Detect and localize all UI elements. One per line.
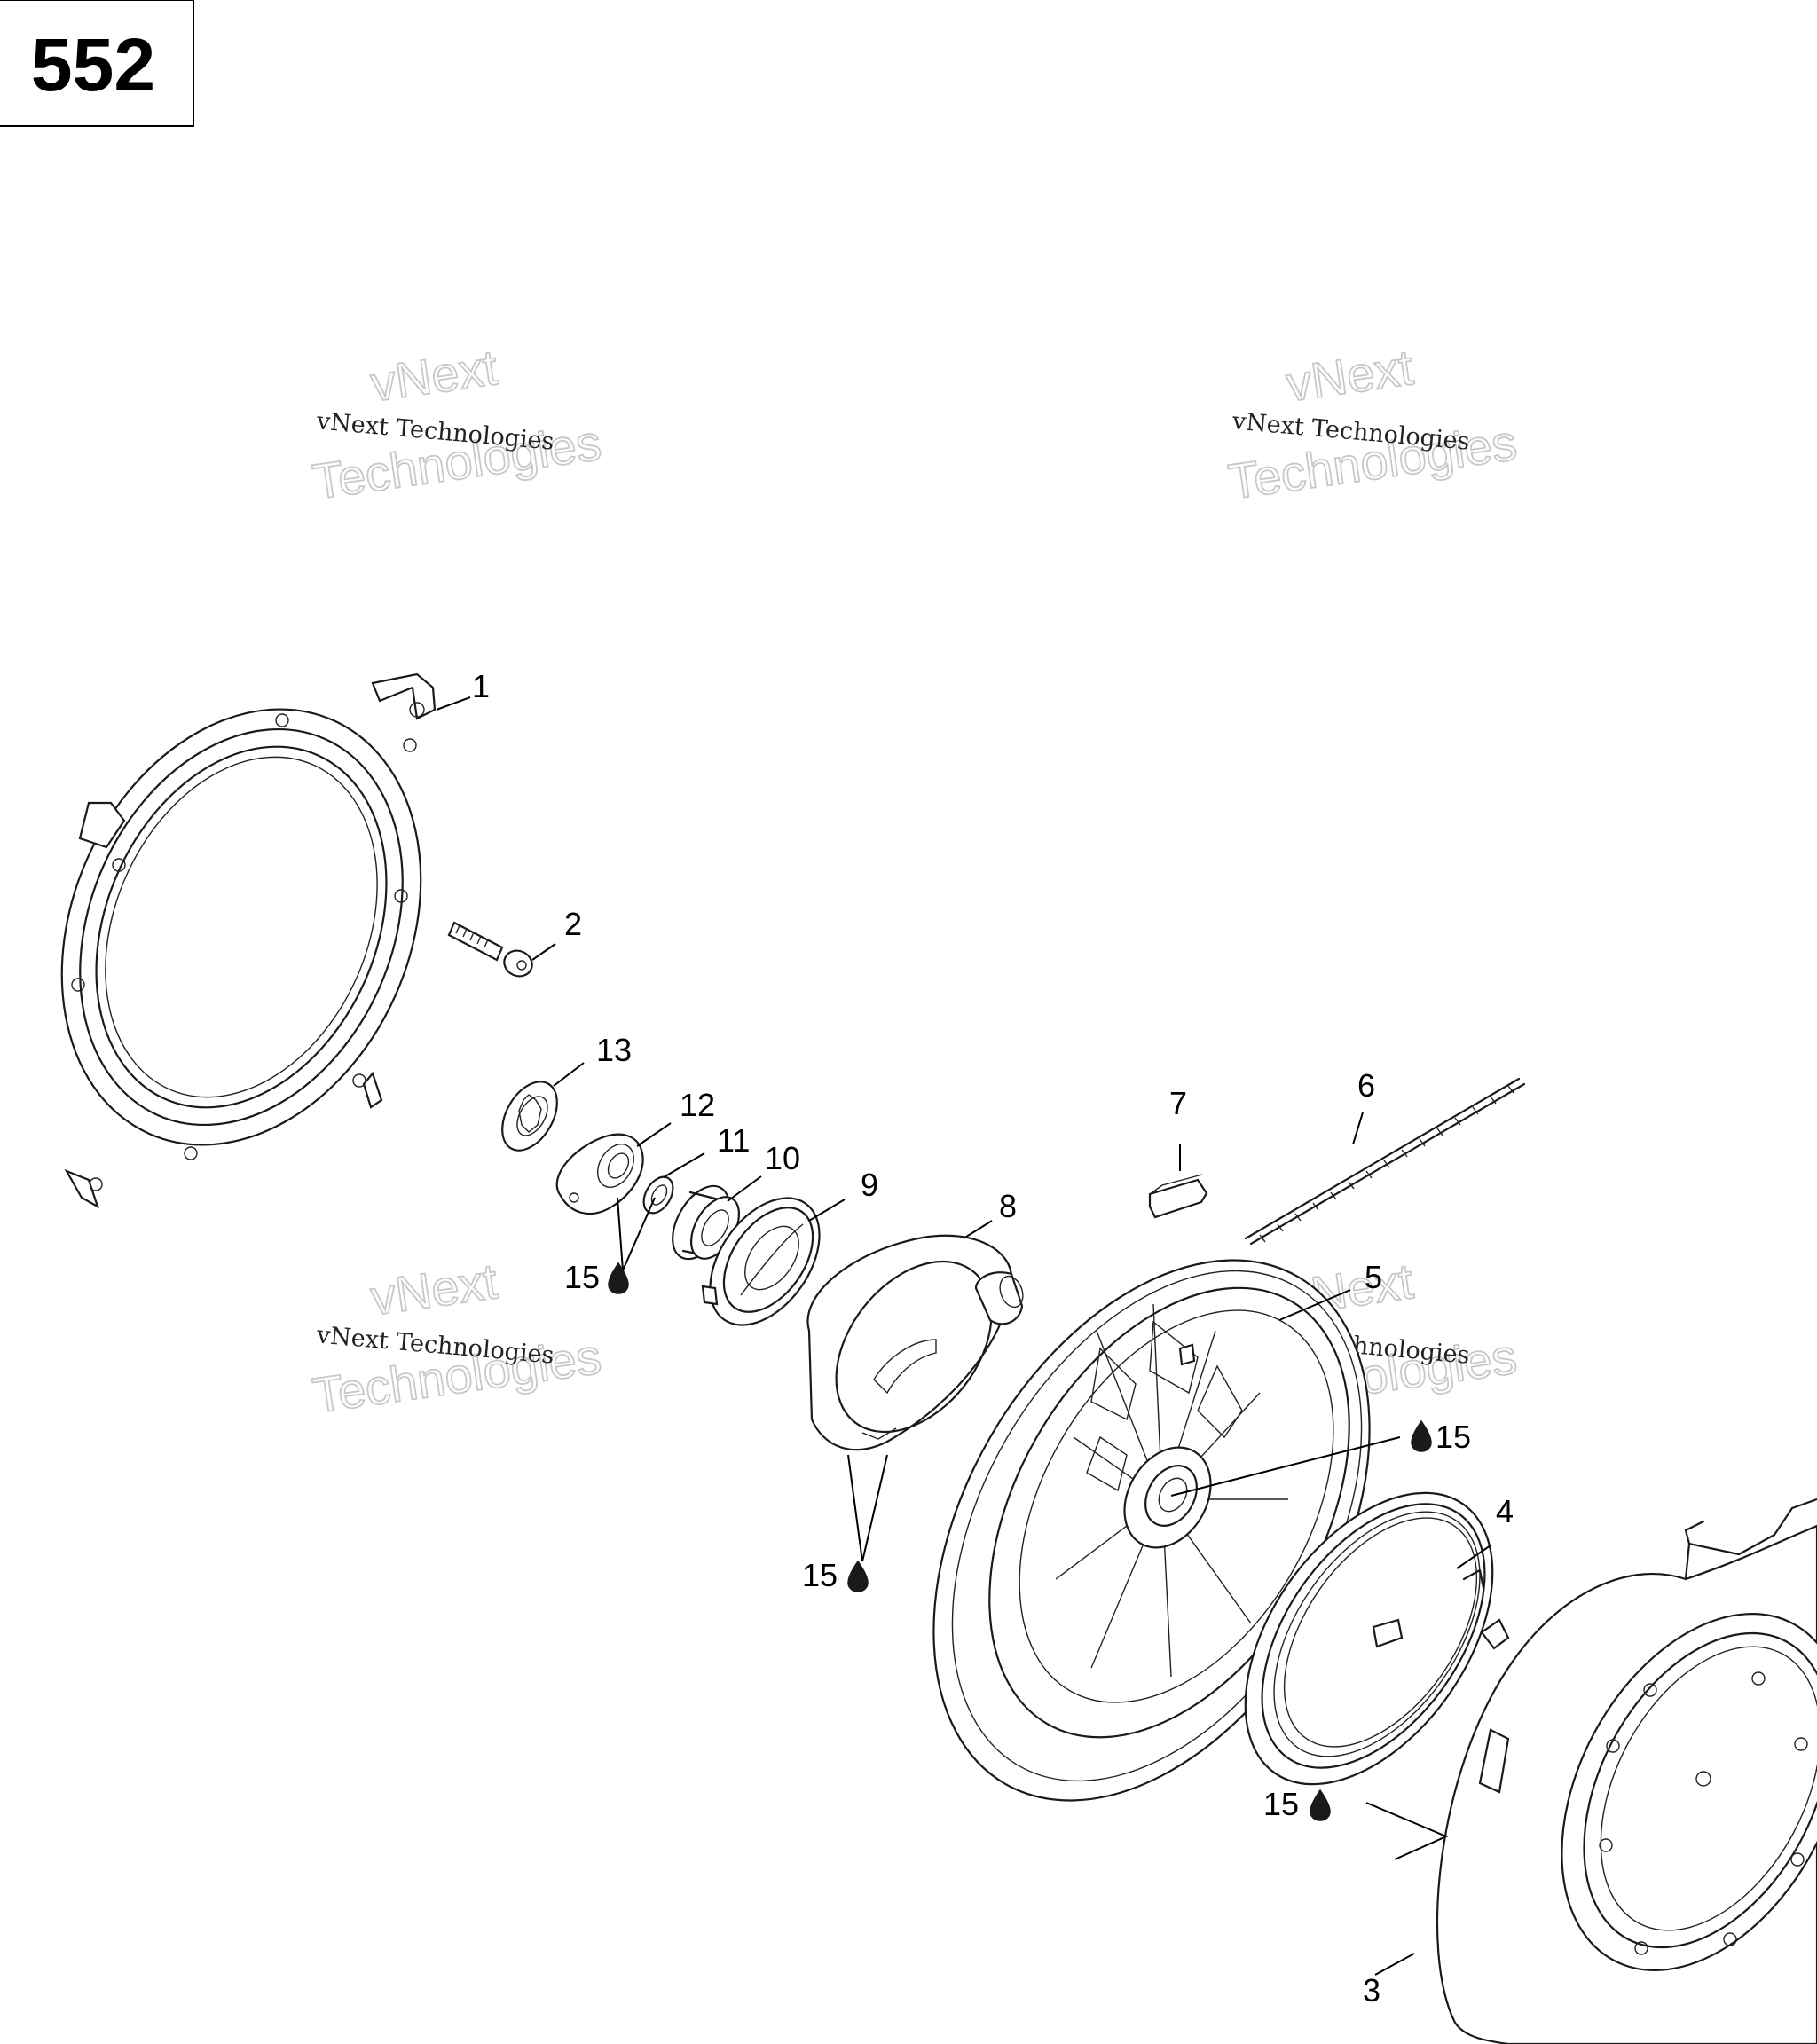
part-2-bolt <box>447 921 533 978</box>
part-4-recoil-spring <box>1244 1491 1494 1786</box>
part-13-retaining-ring <box>501 1081 558 1152</box>
watermark-big-5: vNext <box>367 1253 501 1325</box>
part-6-rope <box>1244 1077 1526 1246</box>
callout-1: 1 <box>472 668 490 704</box>
oil-drop-icon <box>1411 1419 1432 1452</box>
oil-drop-icon <box>847 1560 869 1592</box>
callout-15-c: 15 <box>1411 1419 1471 1455</box>
oil-drop-icon <box>1310 1788 1331 1821</box>
callout-15-d-label: 15 <box>1263 1786 1299 1822</box>
callout-15-c-label: 15 <box>1436 1419 1471 1455</box>
callout-6: 6 <box>1357 1067 1375 1104</box>
callout-9: 9 <box>861 1167 878 1203</box>
callout-15-d: 15 <box>1263 1786 1331 1822</box>
callout-11: 11 <box>717 1122 750 1159</box>
part-3-starter-housing <box>1436 1498 1817 2044</box>
callout-15-b-label: 15 <box>802 1557 838 1593</box>
callout-15-a-label: 15 <box>564 1259 600 1295</box>
part-8-cam-plate <box>806 1234 1024 1451</box>
part-11-washer <box>642 1175 674 1215</box>
callout-7: 7 <box>1169 1085 1187 1121</box>
part-7-pawl <box>1148 1174 1208 1219</box>
part-9-spring-plate <box>701 1197 821 1326</box>
callout-4: 4 <box>1496 1493 1514 1529</box>
callout-8: 8 <box>999 1188 1017 1224</box>
callout-labels: 1 2 3 4 5 6 7 8 9 10 11 12 13 15 15 15 1… <box>472 668 1514 2009</box>
callout-15-b: 15 <box>802 1557 869 1593</box>
callout-2: 2 <box>564 906 582 942</box>
callout-10: 10 <box>765 1140 800 1176</box>
watermark-big-1: vNext <box>367 339 501 412</box>
callout-5: 5 <box>1365 1259 1382 1295</box>
oil-drop-icon <box>608 1262 629 1294</box>
part-12-plate <box>555 1133 644 1215</box>
callout-12: 12 <box>680 1087 715 1123</box>
leader-lines <box>436 696 1491 1976</box>
watermark-big-3: vNext <box>1283 339 1417 412</box>
callout-3: 3 <box>1363 1972 1380 2009</box>
callout-13: 13 <box>596 1032 632 1068</box>
callout-15-a: 15 <box>564 1259 629 1295</box>
page-number: 552 <box>31 23 155 106</box>
part-1-ring-gasket <box>60 672 437 1209</box>
page-number-box: 552 <box>0 0 194 127</box>
